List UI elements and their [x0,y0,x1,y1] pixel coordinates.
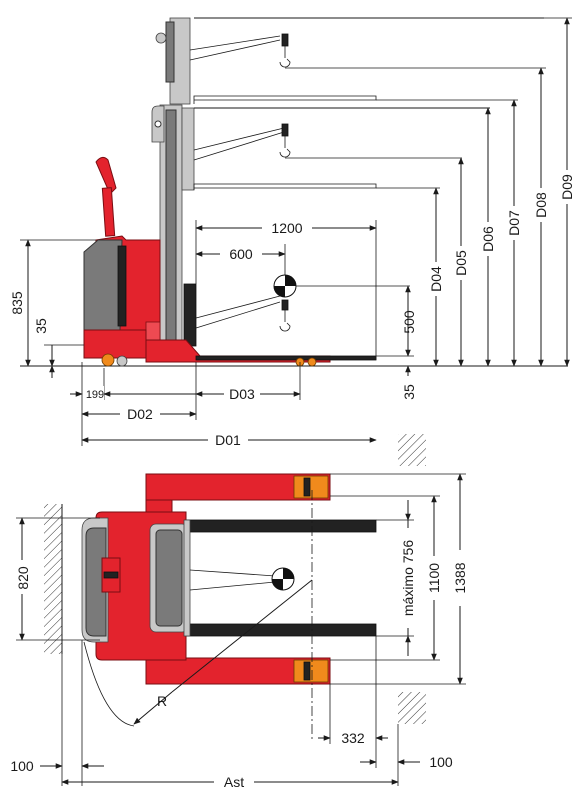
load-height-dims [376,285,414,376]
dim-35-right-label: 35 [401,384,417,400]
load-center-symbol-top [271,567,295,591]
dim-1100-label: 1100 [426,563,442,593]
dim-D01-label: D01 [215,432,241,448]
dim-D06-label: D06 [480,226,496,252]
width-dims [330,473,468,685]
fork-upper [185,519,377,533]
dim-D05-label: D05 [453,250,469,276]
dim-1200-label: 1200 [271,220,302,236]
dim-100-right-label: 100 [429,754,453,770]
dim-332 [318,636,388,768]
dim-835-label: 835 [9,291,25,315]
wall-left-hatch [44,504,62,654]
dim-max756-label: máximo 756 [400,540,416,616]
dim-D02-label: D02 [127,406,153,422]
dim-D08-label: D08 [533,192,549,218]
dim-100-left-label: 100 [10,758,34,774]
dim-820 [14,517,100,641]
wall-bottom-right-hatch [398,692,426,724]
load-center-dims [195,218,377,360]
dim-332-label: 332 [341,730,365,746]
dim-35-left-label: 35 [33,318,49,334]
dim-D03-label: D03 [229,386,255,402]
load-center-symbol [273,274,297,298]
dim-D09-label: D09 [559,174,574,200]
left-vertical-dims [20,239,96,378]
chassis-top [81,511,191,661]
dim-ast [61,774,399,790]
raised-carriage [155,17,544,105]
dim-1388-label: 1388 [452,562,468,593]
dim-600-label: 600 [229,246,253,262]
dim-D07-label: D07 [506,210,522,236]
dim-500-label: 500 [401,310,417,334]
radius-R-label: R [157,693,167,709]
dim-100-pair [40,640,420,786]
dim-D04-label: D04 [428,266,444,292]
dim-ast-label: Ast [224,774,244,790]
turning-radius [83,579,313,727]
dim-820-label: 820 [15,566,31,590]
top-view: R 820 máximo 756 1100 1388 [10,434,468,790]
wall-top-right-hatch [398,434,426,466]
side-view: 835 35 1200 600 500 35 [9,17,574,448]
lowered-carriage [183,274,410,347]
dim-199-label: 199 [86,389,104,401]
fork-lower [185,623,377,637]
lift-height-dims [376,17,574,367]
length-dims [70,362,377,447]
mid-carriage [181,107,490,191]
truck-body-side [83,156,377,367]
